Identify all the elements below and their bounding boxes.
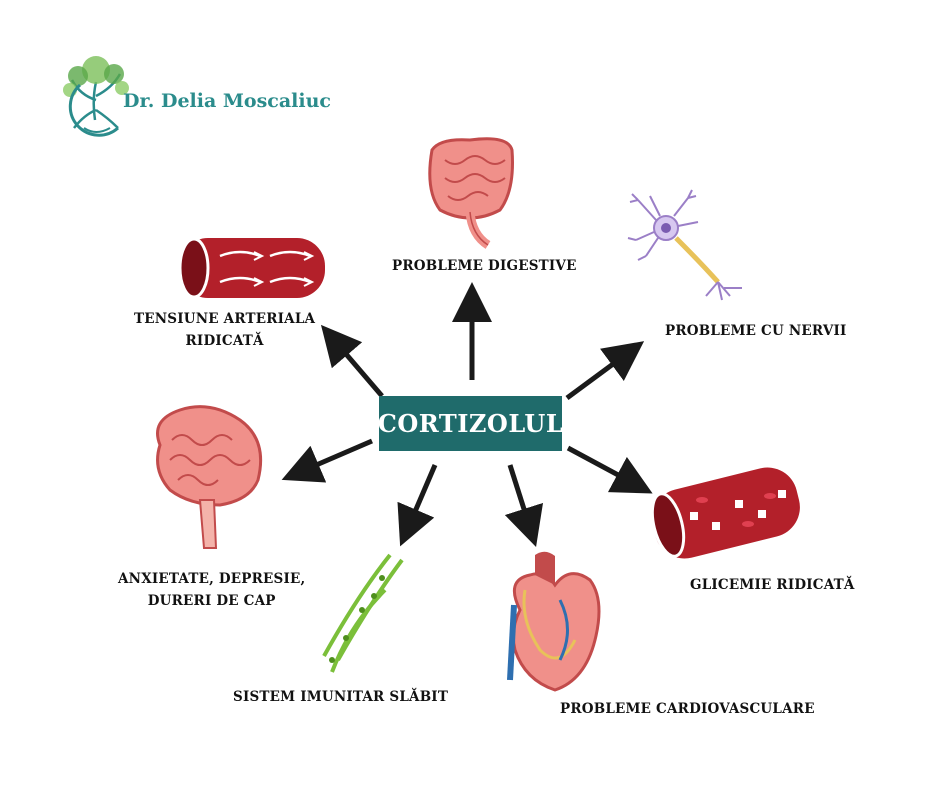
arrow-glycemia	[566, 445, 653, 494]
arrow-cardio	[504, 464, 544, 548]
label-nerves: PROBLEME CU NERVII	[665, 323, 847, 339]
brain-icon	[156, 405, 263, 549]
label-immune: SISTEM IMUNITAR SLĂBIT	[233, 689, 449, 705]
lymph-vessel-icon	[322, 553, 404, 673]
center-label: CORTIZOLUL	[377, 409, 564, 438]
label-pressure: TENSIUNE ARTERIALA RIDICATĂ	[134, 311, 316, 349]
logo-name: Dr. Delia Moscaliuc	[123, 90, 331, 112]
artery-icon	[178, 237, 325, 299]
blood-vessel-glucose-icon	[650, 467, 800, 559]
arrow-immune	[397, 464, 438, 547]
heart-icon	[507, 551, 601, 692]
label-digestive: PROBLEME DIGESTIVE	[392, 258, 577, 274]
intestine-icon	[428, 137, 514, 249]
neuron-icon	[627, 189, 742, 301]
label-anxiety: ANXIETATE, DEPRESIE, DURERI DE CAP	[118, 571, 306, 609]
tree-icon	[63, 56, 129, 137]
arrow-pressure	[320, 324, 384, 398]
label-glycemia: GLICEMIE RIDICATĂ	[690, 577, 855, 593]
arrow-nerves	[565, 341, 645, 401]
center-box: CORTIZOLUL	[377, 396, 564, 451]
arrow-anxiety	[281, 438, 373, 483]
label-cardio: PROBLEME CARDIOVASCULARE	[560, 701, 815, 717]
